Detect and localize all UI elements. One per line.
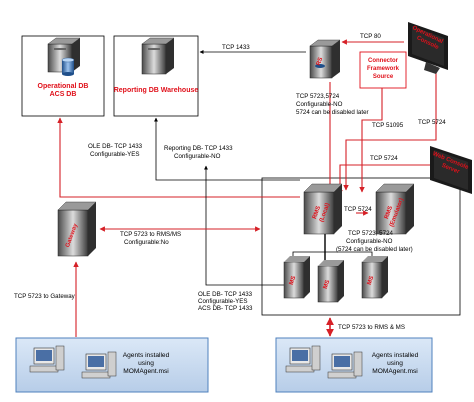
ole-db-bottom-label-2: Configurable-YES	[198, 298, 248, 305]
reporting-db-label-2: Configurable-NO	[174, 153, 221, 160]
agent-pc-icon	[29, 345, 65, 373]
operational-db-server-icon	[47, 37, 81, 73]
ms-label-2: MS	[323, 279, 332, 290]
tcp-5724-rms-label: TCP 5724	[344, 206, 372, 213]
tcp-51095-label: TCP 51095	[372, 122, 404, 129]
tcp-5723-rms-ms-label-2: Configurable:No	[124, 239, 169, 246]
agents-left-label-3: MOMAgent.msi	[123, 368, 169, 375]
ms-label-1: MS	[289, 275, 298, 286]
rms-local-server-icon	[303, 183, 343, 235]
agents-left-label-1: Agents installed	[123, 352, 170, 359]
agents-right-label-3: MOMAgent.msi	[372, 368, 418, 375]
agent-pc-icon	[327, 351, 363, 379]
connector-label-1: Connector	[368, 58, 399, 64]
line-ole-db-bottom	[204, 165, 290, 286]
database-cylinder-icon	[61, 57, 75, 76]
tcp-5724-mid-label: TCP 5724	[370, 155, 398, 162]
web-console-monitor-icon	[430, 146, 472, 194]
disabled-later-label-a: 5724 can be disabled later	[296, 109, 369, 116]
rms-emulator-server-icon	[375, 183, 415, 235]
agents-left-label-2: using	[138, 360, 154, 367]
line-ole-db-left	[57, 117, 300, 198]
configurable-no-label-a: Configurable-NO	[296, 101, 343, 108]
reporting-dw-server-icon	[141, 37, 175, 75]
rms-emulator-label: RMS	[384, 205, 394, 220]
rs-label: RS	[316, 57, 324, 67]
disabled-later-label-b: (5724 can be disabled later)	[336, 246, 413, 253]
rms-local-label: RMS	[312, 205, 322, 220]
operational-console-monitor-icon	[408, 22, 448, 74]
tcp-5723-rms-ms-bottom-label: TCP 5723 to RMS & MS	[338, 324, 405, 331]
gateway-server-icon	[57, 201, 97, 257]
tcp-80-label: TCP 80	[360, 33, 381, 40]
configurable-no-label-b: Configurable-NO	[346, 238, 393, 245]
ms-server-icon	[283, 256, 310, 299]
reporting-dw-label: Reporting DB Warehouse	[114, 87, 199, 94]
ole-db-bottom-label-1: OLE DB- TCP 1433	[198, 291, 253, 298]
tcp-5723-gateway-label: TCP 5723 to Gateway	[14, 293, 76, 300]
agents-right-label-2: using	[387, 360, 403, 367]
connector-label-3: Source	[373, 74, 394, 80]
line-tcp51095	[359, 88, 383, 193]
ms-server-icon	[361, 256, 388, 299]
connector-label-2: Framework	[367, 66, 400, 72]
operational-db-label-2: ACS DB	[50, 91, 77, 98]
agents-right-label-1: Agents installed	[372, 352, 419, 359]
agent-pc-icon	[285, 345, 321, 373]
line-reporting-db	[154, 117, 300, 181]
acs-db-bottom-label: ACS DB- TCP 1433	[198, 305, 253, 312]
tcp-1433-top-label: TCP 1433	[222, 44, 250, 51]
tcp-5723-rms-ms-label-1: TCP 5723 to RMS/MS	[120, 231, 181, 238]
tcp-5723-5724-label-a: TCP 5723,5724	[296, 93, 340, 100]
reporting-db-label-1: Reporting DB- TCP 1433	[164, 145, 233, 152]
ole-db-left-label-1: OLE DB- TCP 1433	[88, 143, 143, 150]
agent-pc-icon	[81, 351, 117, 379]
ole-db-left-label-2: Configurable-YES	[90, 151, 140, 158]
tcp-5723-5724-label-b: TCP 5723, 5724	[348, 230, 394, 237]
ms-label-3: MS	[367, 275, 376, 286]
tcp-5724-right-label: TCP 5724	[418, 119, 446, 126]
connector-framework-box	[359, 51, 407, 89]
ms-server-icon	[317, 260, 344, 303]
operational-db-label-1: Operational DB	[38, 83, 89, 90]
rs-server-icon	[309, 39, 341, 79]
